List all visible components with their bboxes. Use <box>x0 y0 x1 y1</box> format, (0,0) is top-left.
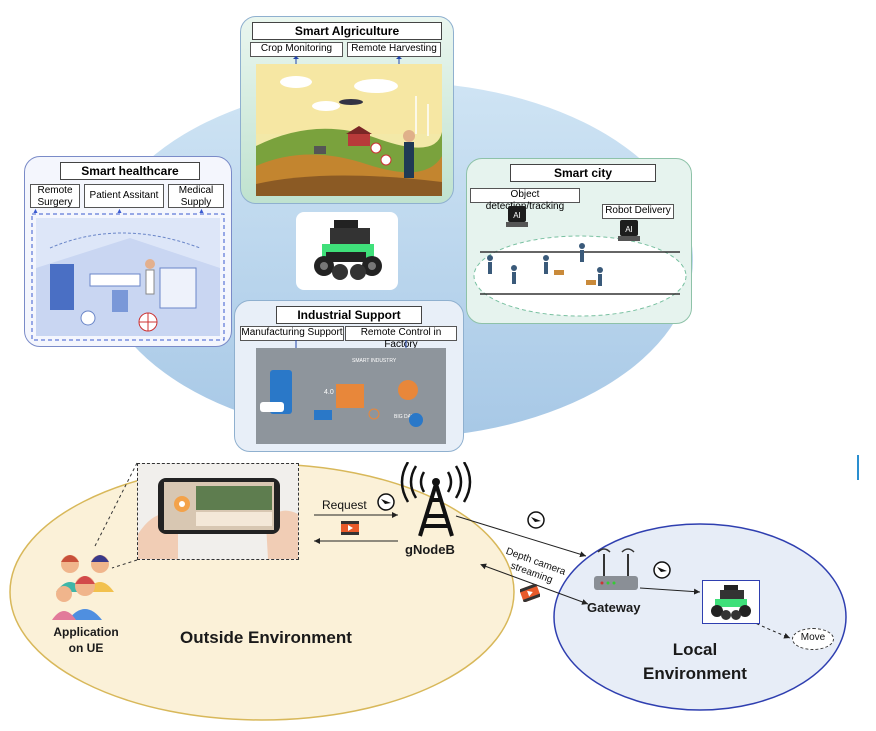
svg-text:▲: ▲ <box>32 208 39 215</box>
smartphone-illustration <box>138 478 298 559</box>
gateway-label: Gateway <box>587 600 641 615</box>
video-icon <box>341 521 359 535</box>
video-icon <box>520 584 540 602</box>
gnodeb-label: gNodeB <box>405 542 455 557</box>
agriculture-title: Smart Algriculture <box>252 22 442 40</box>
agriculture-item-remote-harvesting: Remote Harvesting <box>347 42 441 57</box>
healthcare-title: Smart healthcare <box>60 162 200 180</box>
gnodeb-tower-icon <box>400 462 472 537</box>
gnodeb-gateway-arrow <box>455 515 587 558</box>
local-robot-car-icon <box>711 585 751 620</box>
app-on-ue-label: Application on UE <box>53 625 119 655</box>
healthcare-illustration: ▲ ▲ ▲ <box>31 208 225 341</box>
users-group-icon <box>52 555 114 620</box>
svg-text:▲: ▲ <box>116 208 123 215</box>
industrial-label-big-data: BIG DATA <box>394 414 417 420</box>
move-label: Move <box>800 632 826 643</box>
agriculture-illustration <box>256 56 442 196</box>
gateway-robot-arrow <box>639 587 701 595</box>
industrial-illustration: SMART INDUSTRY 4.0 BIG DATA <box>256 340 446 444</box>
move-bubble <box>792 628 834 650</box>
healthcare-item-medical-supply: Medical Supply <box>168 184 224 208</box>
cursor-icon <box>653 561 671 579</box>
request-label: Request <box>322 498 367 512</box>
robot-car-icon <box>314 220 382 280</box>
gateway-router-icon <box>594 548 638 590</box>
healthcare-item-remote-surgery: Remote Surgery <box>30 184 80 208</box>
move-arrow <box>739 615 791 639</box>
industrial-label-4-0: 4.0 <box>324 389 334 396</box>
svg-text:▲: ▲ <box>198 208 205 215</box>
ai-chip-icon <box>508 206 526 222</box>
industrial-item-manufacturing-support: Manufacturing Support <box>240 326 344 341</box>
cursor-icon <box>377 493 395 511</box>
ai-chip-label: AI <box>625 225 633 234</box>
industrial-label-smart-industry: SMART INDUSTRY <box>352 358 397 364</box>
healthcare-item-patient-assistant: Patient Assitant <box>84 184 164 208</box>
cursor-icon <box>527 511 545 529</box>
city-item-robot-delivery: Robot Delivery <box>602 204 674 219</box>
ai-chip-label: AI <box>513 211 521 220</box>
city-title: Smart city <box>510 164 656 182</box>
ai-chip-icon <box>620 220 638 236</box>
city-illustration: AI AI <box>473 206 687 317</box>
industrial-item-remote-control-factory: Remote Control in Factory <box>345 326 457 350</box>
local-environment-label: Local Environment <box>643 640 747 683</box>
industrial-title: Industrial Support <box>276 306 422 324</box>
outside-environment-label: Outside Environment <box>180 628 352 647</box>
